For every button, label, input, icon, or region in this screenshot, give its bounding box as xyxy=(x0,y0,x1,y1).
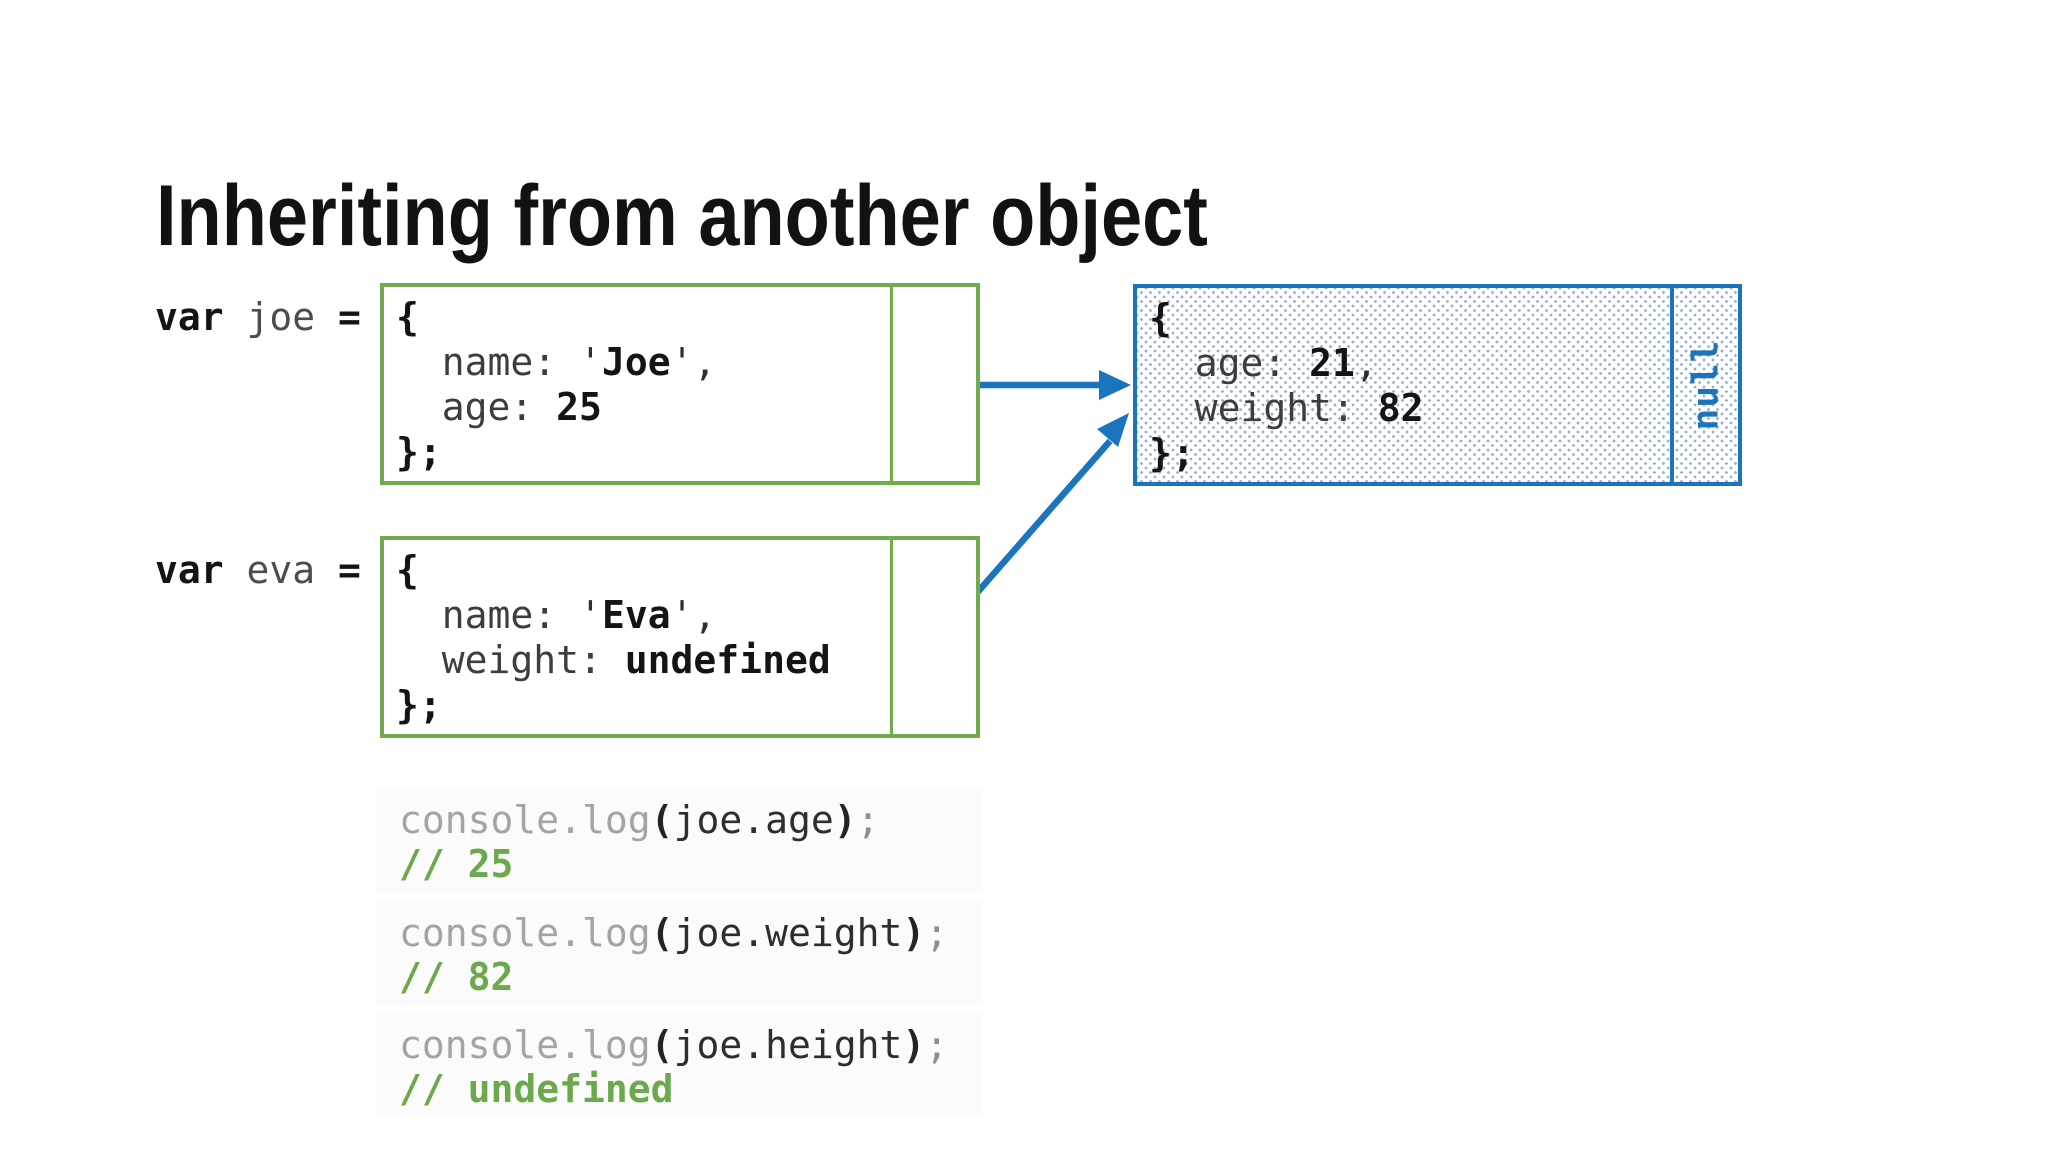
code-line: }; xyxy=(396,683,442,727)
console-log-line: console.log(joe.height); xyxy=(399,1023,949,1067)
console-result-line: // undefined xyxy=(399,1067,674,1111)
console-card: console.log(joe.weight); // 82 xyxy=(375,901,982,1005)
code-line: { xyxy=(1149,296,1172,340)
eva-prototype-slot xyxy=(890,540,976,734)
eva-object-code: { name: 'Eva', weight: undefined }; xyxy=(396,548,884,728)
joe-object-code: { name: 'Joe', age: 25 }; xyxy=(396,295,884,475)
eva-var-label: var eva = xyxy=(155,548,361,592)
joe-object-box: { name: 'Joe', age: 25 }; xyxy=(380,283,980,485)
prototype-object-box: { age: 21, weight: 82 }; null xyxy=(1133,284,1742,486)
code-line: { xyxy=(396,548,419,592)
code-line: name: 'Eva', xyxy=(441,593,717,637)
console-log-line: console.log(joe.weight); xyxy=(399,911,949,955)
console-result-line: // 25 xyxy=(399,842,514,886)
code-line: weight: 82 xyxy=(1194,386,1424,430)
page-title: Inheriting from another object xyxy=(156,167,1208,264)
prototype-null-slot: null xyxy=(1670,288,1738,482)
code-line: name: 'Joe', xyxy=(441,340,717,384)
code-line: weight: undefined xyxy=(441,638,831,682)
code-line: age: 25 xyxy=(441,385,602,429)
code-line: age: 21, xyxy=(1194,341,1378,385)
code-line: }; xyxy=(1149,431,1195,475)
eva-object-box: { name: 'Eva', weight: undefined }; xyxy=(380,536,980,738)
null-label: null xyxy=(1685,339,1727,431)
console-card: console.log(joe.height); // undefined xyxy=(375,1013,982,1115)
code-line: { xyxy=(396,295,419,339)
console-result-line: // 82 xyxy=(399,955,514,999)
joe-prototype-slot xyxy=(890,287,976,481)
console-log-line: console.log(joe.age); xyxy=(399,798,880,842)
prototype-object-code: { age: 21, weight: 82 }; xyxy=(1149,296,1646,476)
joe-var-label: var joe = xyxy=(155,295,361,339)
console-card: console.log(joe.age); // 25 xyxy=(375,788,982,893)
code-line: }; xyxy=(396,430,442,474)
